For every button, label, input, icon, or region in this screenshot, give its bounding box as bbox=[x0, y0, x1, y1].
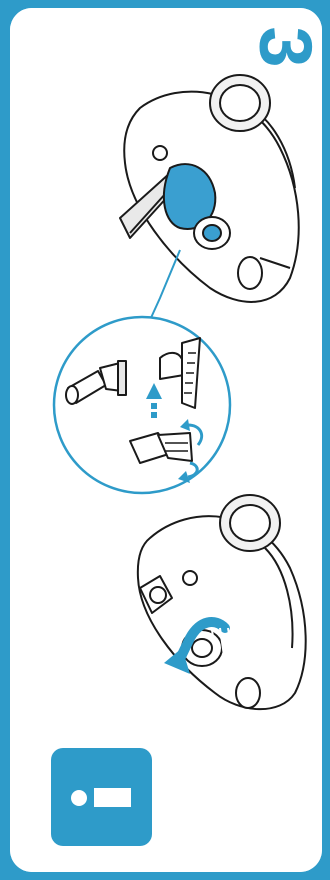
info-indicator-icon bbox=[51, 748, 152, 846]
accessory-detail-circle bbox=[52, 315, 232, 495]
vacuum-rotate-hose-illustration bbox=[136, 494, 307, 711]
dot-icon bbox=[71, 790, 87, 806]
vacuum-open-lid-illustration bbox=[119, 74, 300, 303]
step-number: 3 bbox=[244, 26, 322, 68]
callout-line bbox=[149, 249, 181, 321]
instruction-panel: 3 bbox=[10, 8, 322, 872]
bar-icon bbox=[94, 788, 131, 807]
